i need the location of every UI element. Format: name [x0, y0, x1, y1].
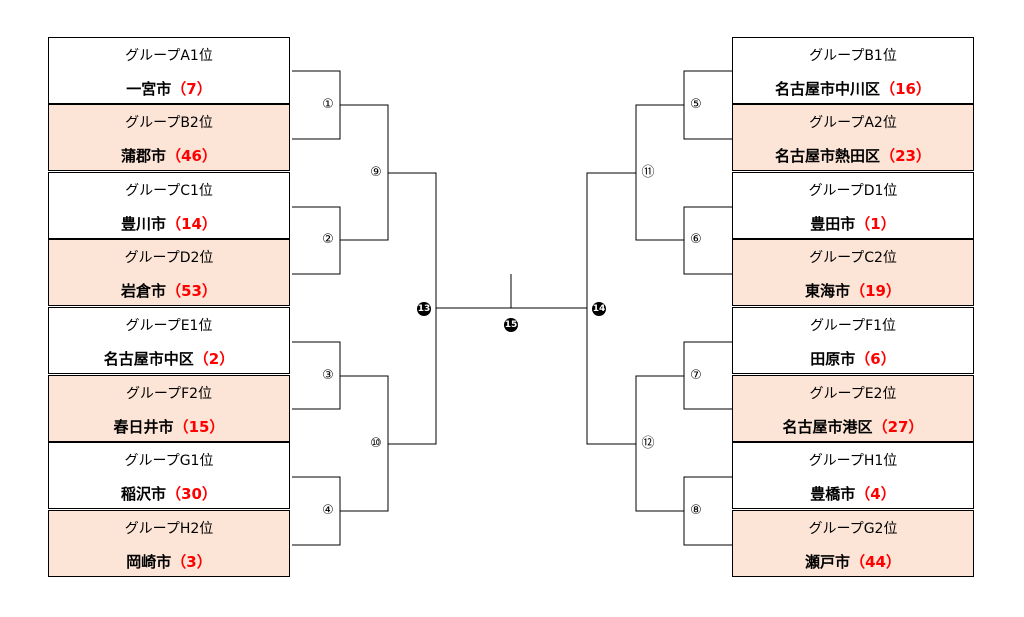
team-box-right-5: グループF1位 田原市（6）	[732, 307, 974, 374]
team-city: 一宮市	[126, 80, 172, 98]
match-label-11: ⑪	[638, 163, 658, 183]
team-city: 名古屋市熱田区	[775, 147, 881, 165]
team-group-label: グループB1位	[809, 48, 897, 64]
team-group-label: グループE1位	[125, 318, 213, 334]
team-rank: （14）	[166, 215, 217, 233]
team-group-label: グループD2位	[124, 250, 214, 266]
match-label-3: ③	[318, 366, 338, 386]
team-rank: （4）	[855, 485, 896, 503]
team-group-label: グループH2位	[124, 521, 214, 537]
team-box-right-1: グループB1位 名古屋市中川区（16）	[732, 37, 974, 104]
team-box-right-7: グループH1位 豊橋市（4）	[732, 442, 974, 509]
team-group-label: グループD1位	[808, 183, 898, 199]
team-group-label: グループC2位	[809, 250, 897, 266]
team-rank: （1）	[855, 215, 896, 233]
team-box-left-8: グループH2位 岡崎市（3）	[48, 510, 290, 577]
team-city: 名古屋市中区	[103, 350, 194, 368]
team-group-label: グループF2位	[125, 386, 213, 402]
team-box-left-2: グループB2位 蒲郡市（46）	[48, 104, 290, 171]
team-city: 豊田市	[810, 215, 856, 233]
team-box-right-4: グループC2位 東海市（19）	[732, 239, 974, 306]
match-label-9: ⑨	[366, 163, 386, 183]
team-rank: （15）	[173, 418, 225, 436]
team-group-label: グループB2位	[125, 115, 213, 131]
team-city: 田原市	[810, 350, 856, 368]
team-rank: （3）	[171, 553, 212, 571]
match-label-1: ①	[318, 95, 338, 115]
match-label-8: ⑧	[686, 501, 706, 521]
team-rank: （53）	[166, 282, 217, 300]
team-city: 豊橋市	[810, 485, 856, 503]
team-rank: （6）	[855, 350, 896, 368]
team-city: 東海市	[805, 282, 851, 300]
team-group-label: グループF1位	[809, 318, 897, 334]
match-label-2: ②	[318, 230, 338, 250]
team-rank: （19）	[850, 282, 901, 300]
team-rank: （27）	[872, 418, 924, 436]
team-city: 岡崎市	[126, 553, 172, 571]
match-label-4: ④	[318, 501, 338, 521]
match-label-5: ⑤	[686, 95, 706, 115]
team-box-left-6: グループF2位 春日井市（15）	[48, 375, 290, 442]
team-city: 名古屋市中川区	[775, 80, 881, 98]
team-box-left-7: グループG1位 稲沢市（30）	[48, 442, 290, 509]
team-rank: （44）	[850, 553, 901, 571]
match-label-15: 15	[504, 318, 518, 332]
team-box-right-3: グループD1位 豊田市（1）	[732, 172, 974, 239]
team-box-right-8: グループG2位 瀬戸市（44）	[732, 510, 974, 577]
team-rank: （7）	[171, 80, 212, 98]
match-label-10: ⑩	[366, 434, 386, 454]
team-rank: （46）	[166, 147, 217, 165]
match-label-14: 14	[592, 302, 606, 316]
bracket-line-m14	[586, 172, 636, 445]
team-city: 蒲郡市	[121, 147, 167, 165]
match-label-12: ⑫	[638, 434, 658, 454]
team-group-label: グループG1位	[124, 453, 214, 469]
team-group-label: グループC1位	[125, 183, 213, 199]
match-label-6: ⑥	[686, 230, 706, 250]
team-box-right-2: グループA2位 名古屋市熱田区（23）	[732, 104, 974, 171]
team-city: 豊川市	[121, 215, 167, 233]
team-rank: （2）	[193, 350, 235, 368]
team-group-label: グループA1位	[125, 48, 213, 64]
team-city: 名古屋市港区	[782, 418, 873, 436]
team-box-left-4: グループD2位 岩倉市（53）	[48, 239, 290, 306]
team-group-label: グループH1位	[808, 453, 898, 469]
team-rank: （23）	[880, 147, 931, 165]
match-label-13: 13	[417, 302, 431, 316]
team-city: 春日井市	[113, 418, 174, 436]
team-group-label: グループE2位	[809, 386, 897, 402]
team-city: 岩倉市	[121, 282, 167, 300]
team-box-left-5: グループE1位 名古屋市中区（2）	[48, 307, 290, 374]
team-rank: （16）	[880, 80, 931, 98]
team-group-label: グループA2位	[809, 115, 897, 131]
team-box-left-1: グループA1位 一宮市（7）	[48, 37, 290, 104]
team-box-right-6: グループE2位 名古屋市港区（27）	[732, 375, 974, 442]
match-label-7: ⑦	[686, 366, 706, 386]
team-box-left-3: グループC1位 豊川市（14）	[48, 172, 290, 239]
team-rank: （30）	[166, 485, 217, 503]
team-group-label: グループG2位	[808, 521, 898, 537]
team-city: 稲沢市	[121, 485, 167, 503]
team-city: 瀬戸市	[805, 553, 851, 571]
